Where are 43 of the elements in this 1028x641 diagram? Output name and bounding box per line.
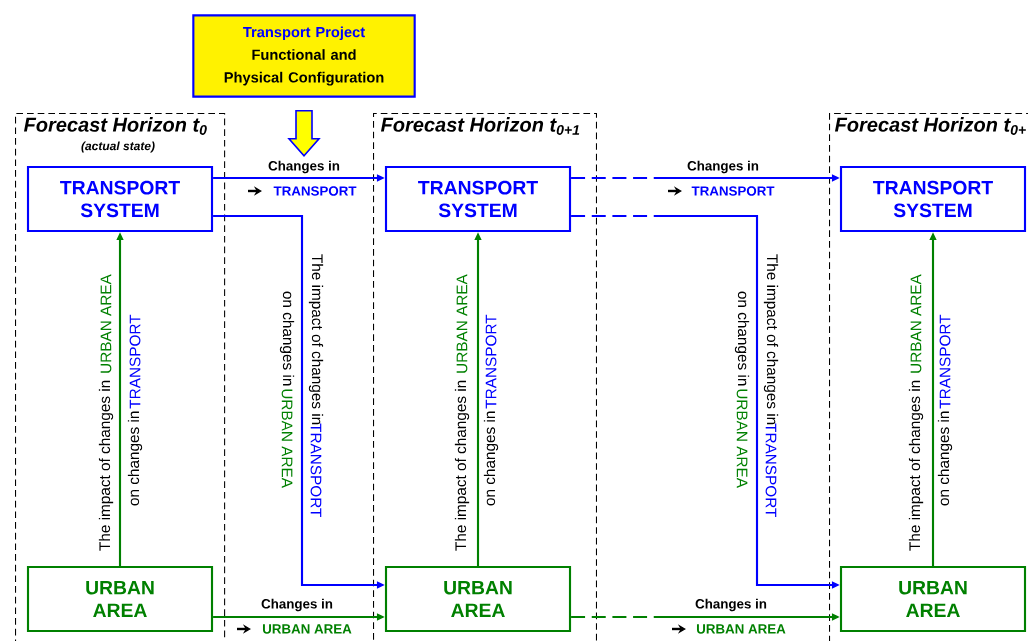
system-box: TRANSPORT SYSTEM	[839, 165, 1027, 233]
edge-label: Changes in	[268, 160, 340, 174]
edge-label: The impact of changes in	[908, 380, 924, 551]
horizon-frame	[829, 113, 1028, 641]
side-label: on changes in	[279, 291, 295, 386]
edge-label: Changes in	[695, 598, 767, 612]
flow-label: URBAN AREA	[910, 274, 922, 373]
side-label: on changes in	[937, 411, 953, 506]
flow-label: URBAN AREA	[697, 624, 786, 634]
flow-label: URBAN AREA	[456, 274, 468, 373]
flow-label: URBAN AREA	[263, 624, 352, 634]
side-label: on changes in	[734, 291, 750, 386]
horizon-frame	[15, 113, 226, 641]
heading: Forecast Horizon t$_{0+1}$	[380, 117, 580, 135]
system-box: URBAN AREA	[384, 565, 572, 633]
heading: Forecast Horizon t$_{0}$	[23, 117, 207, 135]
system-box: URBAN AREA	[839, 565, 1027, 633]
flow-label: URBAN AREA	[736, 389, 748, 488]
project-box: Transport Project Functional and Physical Configuration	[192, 14, 416, 98]
edge-label: The impact of changes in	[454, 380, 470, 551]
system-box: URBAN AREA	[26, 565, 214, 633]
edge-label: The impact of changes in	[98, 380, 114, 551]
flow-label: TRANSPORT	[485, 314, 497, 409]
flow-label: TRANSPORT	[310, 423, 322, 518]
block-arrow	[287, 109, 321, 157]
flow-label: URBAN AREA	[281, 389, 293, 488]
edge-label: The impact of changes in	[308, 254, 324, 425]
flow-label: TRANSPORT	[939, 314, 951, 409]
edge-label: Changes in	[687, 160, 759, 174]
flow-label: URBAN AREA	[100, 274, 112, 373]
horizon-frame	[373, 113, 597, 641]
edge-label: Changes in	[261, 598, 333, 612]
system-box: TRANSPORT SYSTEM	[384, 165, 572, 233]
side-label: on changes in	[127, 411, 143, 506]
flow-label: TRANSPORT	[765, 423, 777, 518]
side-label: on changes in	[483, 411, 499, 506]
flow-label: TRANSPORT	[273, 186, 357, 196]
flow-label: TRANSPORT	[691, 186, 775, 196]
edge-label: The impact of changes in	[763, 254, 779, 425]
subheading: (actual state)	[81, 141, 155, 153]
system-box: TRANSPORT SYSTEM	[26, 165, 214, 233]
flow-label: TRANSPORT	[129, 314, 141, 409]
heading: Forecast Horizon t$_{0+}$	[834, 117, 1026, 135]
